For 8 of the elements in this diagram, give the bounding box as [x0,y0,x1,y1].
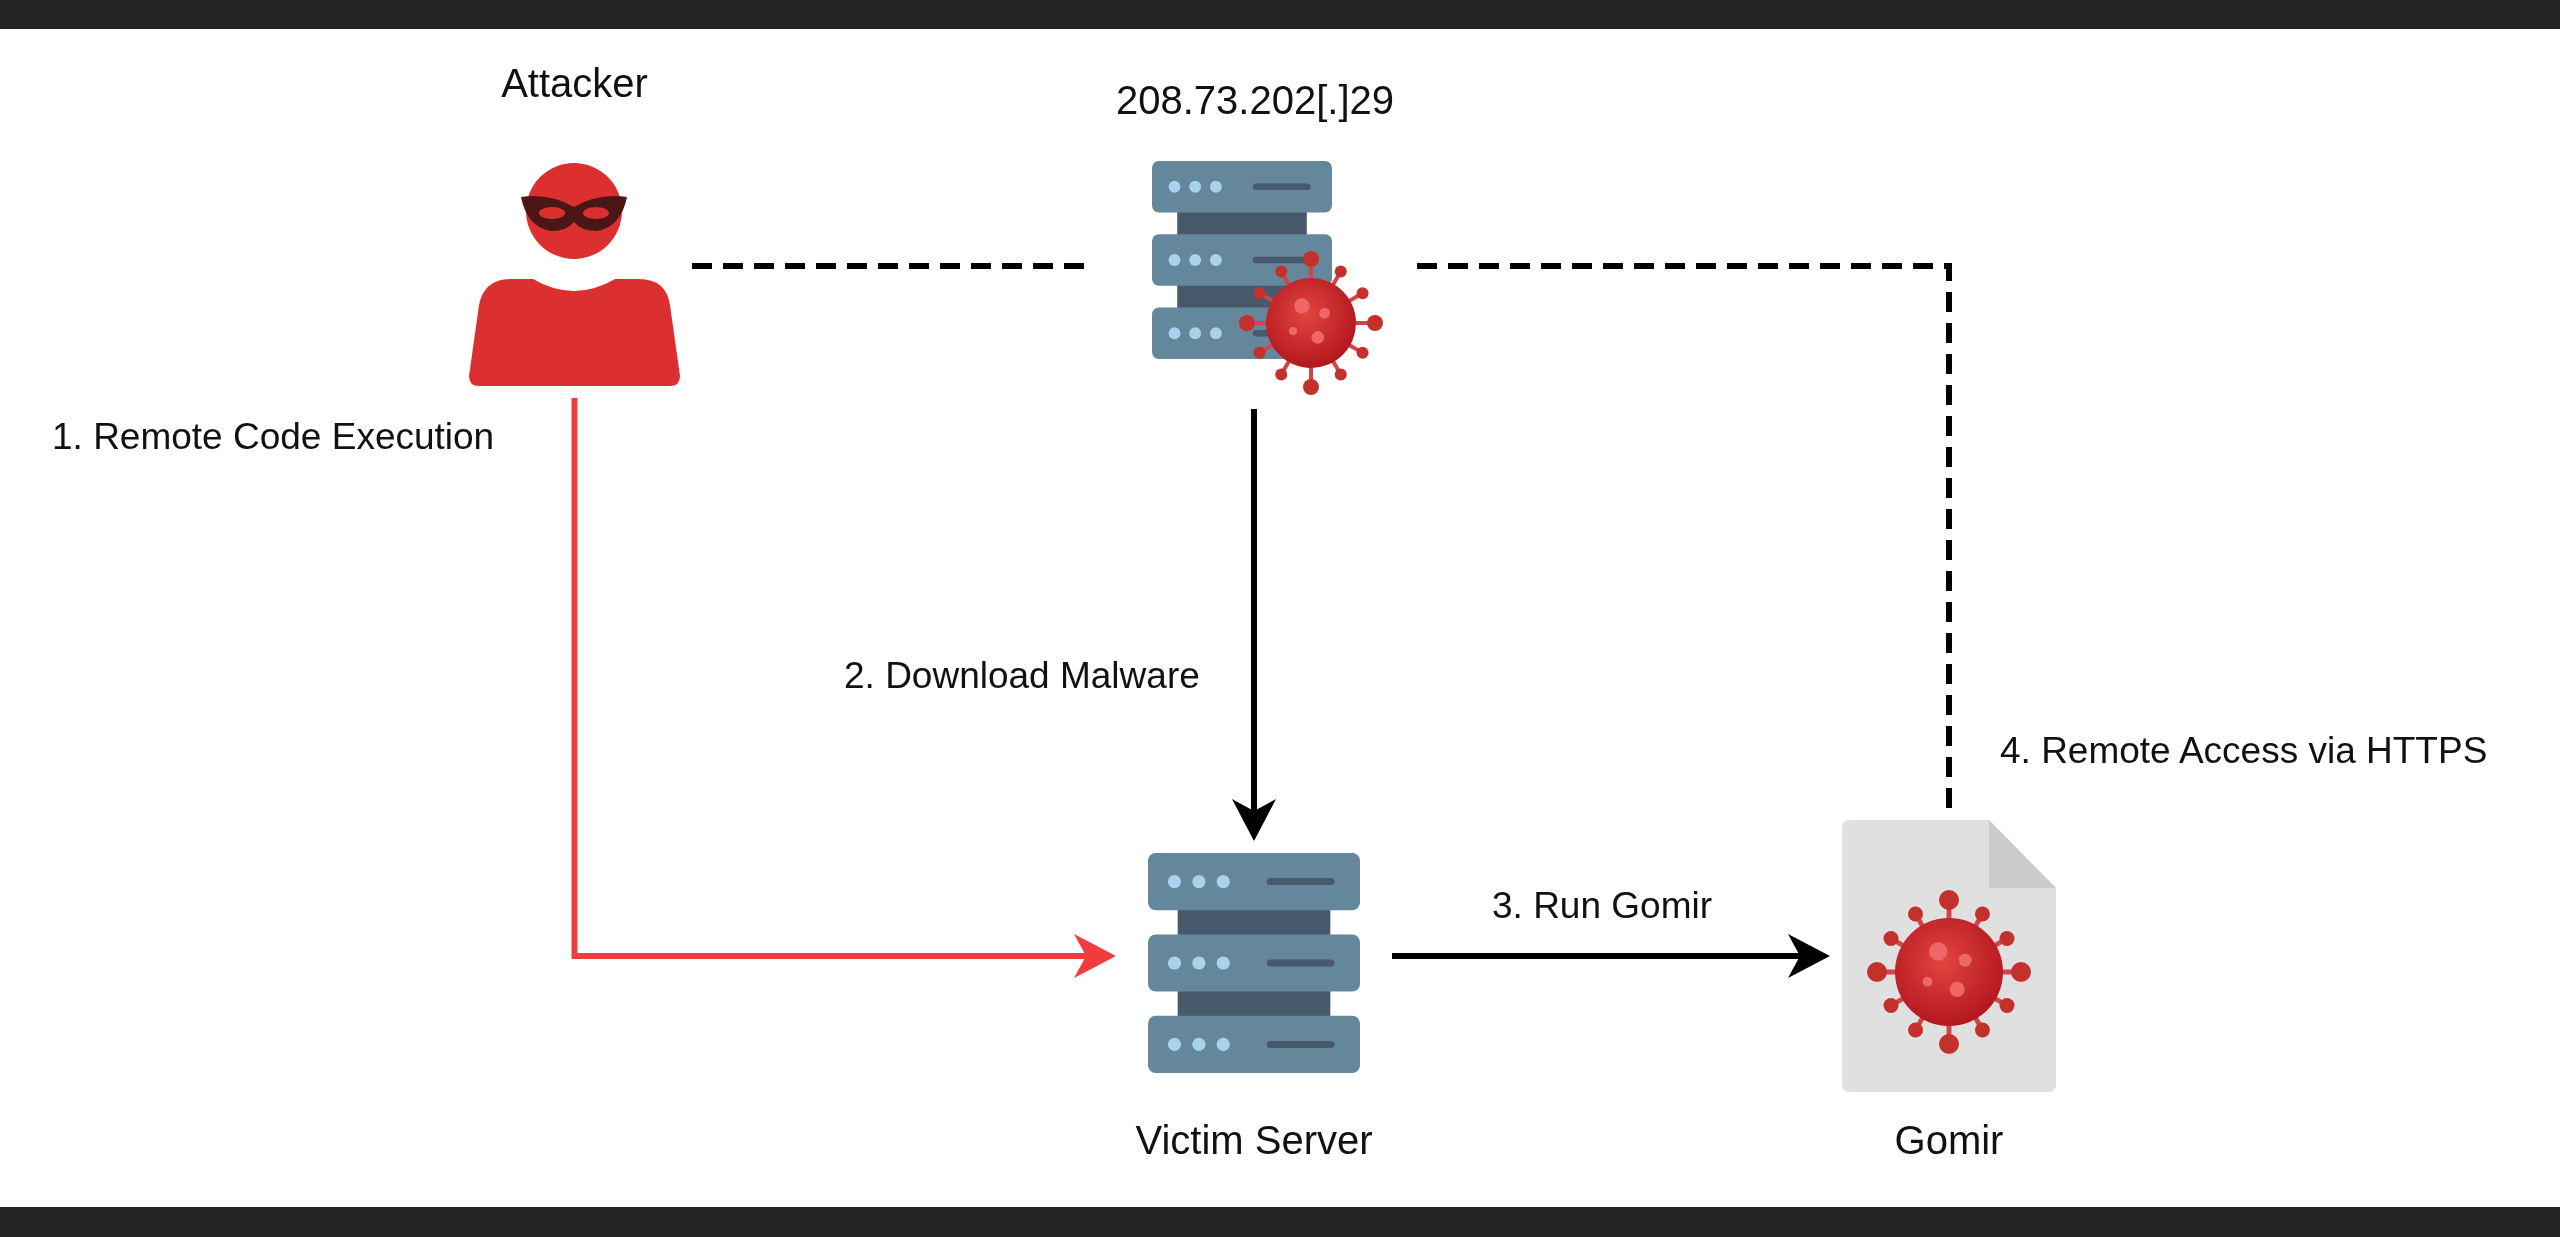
arrow [1392,934,1830,978]
arrow [1232,409,1276,841]
dashed-line [1417,263,1952,808]
node-label: Victim Server [1135,1117,1373,1163]
node-label: 208.73.202[.]29 [1116,77,1394,123]
node-label: Attacker [501,60,648,106]
arrow [571,398,1116,978]
node-label: Gomir [1894,1117,2004,1163]
